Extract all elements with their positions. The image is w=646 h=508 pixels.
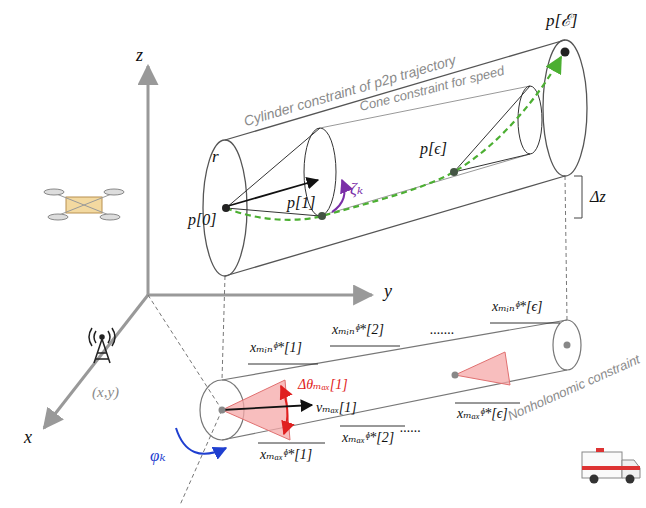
point-label: p[ℰ] [546,12,578,31]
bound-label: xₘᵢₙᶲ*[1] [250,340,302,355]
zeta-arc [332,180,344,212]
cylinder [203,40,587,276]
bound-label: xₘₐₓᶲ*[ϵ] [457,406,508,421]
angle-label: Δθₘₐₓ[1] [298,377,348,392]
bound-ticks [248,323,560,443]
point-label: p[ϵ] [420,140,447,158]
axis-label: y [384,282,392,302]
bound-label: xₘₐₓᶲ*[2] [342,430,394,445]
antenna-icon [89,328,115,363]
point-label: p[1] [287,194,315,212]
point-label: p[0] [188,211,216,229]
bound-label: xₘₐₓᶲ*[1] [260,447,312,462]
drone-icon [44,189,124,220]
ground-point [452,372,459,379]
speed-label: vₘₐₓ[1] [316,400,357,415]
waypoints [222,48,570,221]
projection-lines [148,176,567,505]
axis-label: x [24,428,32,448]
coordinate-label: (x,y) [92,384,119,401]
angle-label: ζₖ [350,180,363,199]
heading-cones [222,352,510,440]
ambulance-icon [582,448,640,484]
ground-point [564,342,571,349]
ground-point [219,407,226,414]
phi-arc [176,428,226,454]
radius-label: r [212,148,219,167]
bound-label: xₘᵢₙᶲ*[ϵ] [492,299,543,314]
axis-label: z [136,46,143,66]
ground-cylinder [200,320,581,440]
delta-z-bracket [574,176,582,218]
ellipsis: ...... [400,420,421,435]
velocity-arrow [222,405,312,410]
angle-label: φₖ [150,447,166,466]
delta-theta-arrow [281,386,287,434]
bound-label: xₘᵢₙᶲ*[2] [332,322,384,337]
ellipsis: ....... [430,322,455,337]
constraint-label: Nonholonomic constraint [505,352,642,423]
dimension-label: Δz [590,188,606,206]
